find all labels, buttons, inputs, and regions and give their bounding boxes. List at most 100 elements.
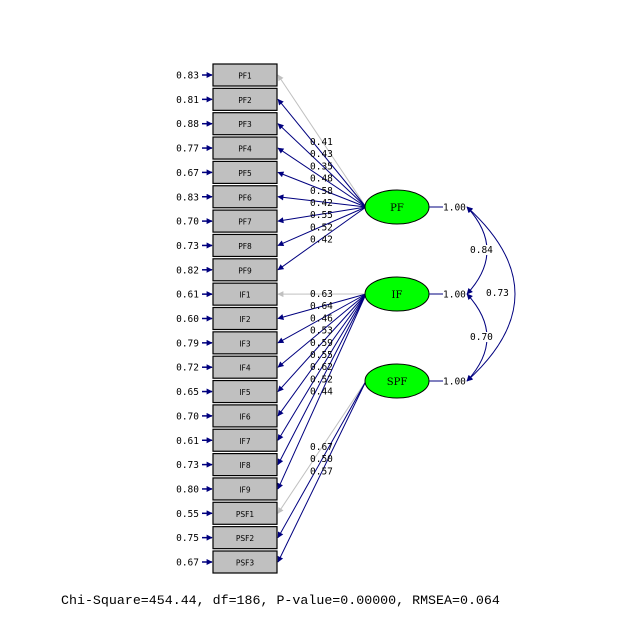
loading-label: 0.48 <box>310 174 333 185</box>
factor-correlations: 0.840.700.73 <box>466 206 516 382</box>
loading-path <box>277 293 367 344</box>
loading-label: 0.42 <box>310 235 333 246</box>
indicator-label: PF4 <box>238 145 252 154</box>
loading-path <box>277 74 367 208</box>
variance-label: 1.00 <box>443 290 466 301</box>
indicator-label: PF6 <box>238 193 252 202</box>
fit-statistics: Chi-Square=454.44, df=186, P-value=0.000… <box>61 593 500 608</box>
indicator-box <box>212 526 278 550</box>
error-variance-label: 0.60 <box>176 314 199 325</box>
indicator-box <box>212 112 278 136</box>
variance-label: 1.00 <box>443 203 466 214</box>
indicator-box <box>212 453 278 477</box>
indicator-box <box>212 550 278 574</box>
indicator-label: PF7 <box>238 218 252 227</box>
loading-label: 0.58 <box>310 186 333 197</box>
indicator-box <box>212 136 278 160</box>
loading-path <box>277 380 367 539</box>
loading-path <box>277 206 367 224</box>
latent-label: PF <box>390 203 404 214</box>
loading-path <box>277 380 367 514</box>
error-variance-label: 0.80 <box>176 484 199 495</box>
loading-label: 0.44 <box>310 387 333 398</box>
loading-path <box>277 293 367 441</box>
loading-label: 0.35 <box>310 161 333 172</box>
loading-path <box>277 293 367 392</box>
error-variance-label: 0.65 <box>176 387 199 398</box>
loading-label: 0.64 <box>310 301 333 312</box>
loading-label: 0.59 <box>310 338 333 349</box>
loading-path <box>277 171 367 208</box>
loading-label: 0.41 <box>310 137 333 148</box>
error-variance-label: 0.72 <box>176 363 199 374</box>
loading-label: 0.62 <box>310 362 333 373</box>
loading-label: 0.53 <box>310 326 333 337</box>
latent-label: SPF <box>387 377 408 388</box>
correlation-label: 0.84 <box>470 245 493 256</box>
loading-path <box>277 147 367 208</box>
error-variance-label: 0.79 <box>176 338 199 349</box>
indicator-box <box>212 306 278 331</box>
loading-path <box>277 206 367 247</box>
indicator-label: IF9 <box>239 485 251 494</box>
loading-label: 0.57 <box>310 466 333 477</box>
correlation-label-bg <box>485 288 509 298</box>
indicator-box <box>212 185 278 209</box>
indicator-box <box>212 87 278 111</box>
error-variance-label: 0.73 <box>176 460 199 471</box>
indicator-box <box>212 63 278 87</box>
error-variance-label: 0.61 <box>176 436 199 447</box>
loading-path <box>277 293 367 368</box>
loading-label: 0.50 <box>310 454 333 465</box>
indicator-label: PSF1 <box>236 510 255 519</box>
indicator-label: IF4 <box>239 364 251 373</box>
correlation-label-bg <box>469 332 493 342</box>
loading-label: 0.55 <box>310 210 333 221</box>
indicator-box <box>212 477 278 501</box>
error-variance-label: 0.83 <box>176 192 199 203</box>
loading-labels: 0.410.430.350.480.580.420.550.520.420.63… <box>310 137 333 477</box>
indicator-label: IF2 <box>239 315 251 324</box>
indicator-label: IF3 <box>239 339 251 348</box>
error-variance-label: 0.67 <box>176 558 199 569</box>
indicator-label: PSF3 <box>236 559 255 568</box>
indicator-label: PF3 <box>238 120 252 129</box>
indicator-label: PF8 <box>238 242 252 251</box>
loading-path <box>277 293 367 466</box>
loading-path <box>277 380 367 563</box>
indicator-box <box>212 501 278 525</box>
indicator-box <box>212 233 278 258</box>
correlation-label: 0.73 <box>486 288 509 299</box>
indicator-label: PF5 <box>238 169 252 178</box>
error-variance-label: 0.73 <box>176 241 199 252</box>
indicator-box <box>212 355 278 379</box>
indicator-label: IF7 <box>239 437 251 446</box>
error-variance-label: 0.55 <box>176 509 199 520</box>
latent-label: IF <box>392 290 403 301</box>
loading-path <box>277 194 367 208</box>
loading-path <box>277 293 367 490</box>
error-variance-label: 0.67 <box>176 168 199 179</box>
indicator-label: IF1 <box>239 291 251 300</box>
indicator-label: PF1 <box>238 72 252 81</box>
correlation-label-bg <box>469 245 493 255</box>
loading-label: 0.52 <box>310 374 333 385</box>
error-variance-label: 0.88 <box>176 119 199 130</box>
loading-label: 0.55 <box>310 350 333 361</box>
indicator-label: PSF2 <box>236 534 255 543</box>
indicator-label: PF9 <box>238 266 252 275</box>
loading-path <box>277 123 367 208</box>
error-variance-label: 0.77 <box>176 144 199 155</box>
loading-label: 0.43 <box>310 149 333 160</box>
correlation-arc <box>466 206 516 382</box>
loading-label: 0.67 <box>310 442 333 453</box>
indicator-label: IF6 <box>239 412 251 421</box>
indicator-box <box>212 379 278 404</box>
indicator-box <box>212 209 278 233</box>
error-variance-label: 0.81 <box>176 95 199 106</box>
loading-paths <box>277 74 367 563</box>
indicator-box <box>212 404 278 428</box>
